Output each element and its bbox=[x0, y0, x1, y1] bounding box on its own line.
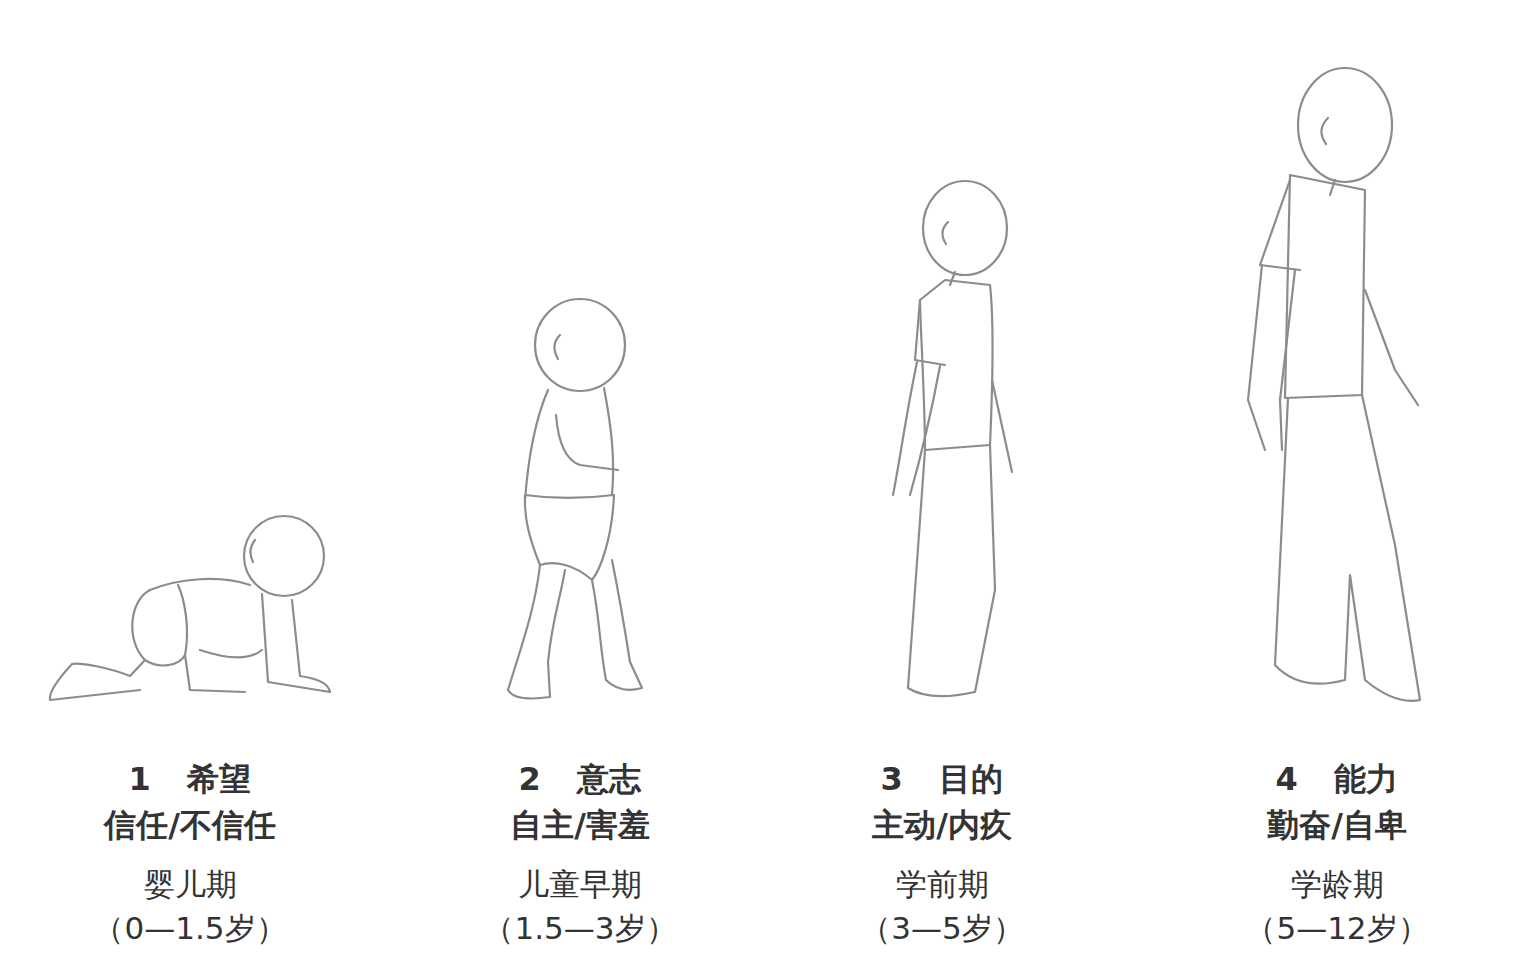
age-range: （5—12岁） bbox=[1245, 910, 1428, 947]
arm bbox=[992, 380, 1012, 472]
preschool-child bbox=[893, 181, 1012, 696]
stage-conflict: 自主/害羞 bbox=[510, 806, 650, 844]
toddler bbox=[508, 299, 642, 698]
ear bbox=[942, 222, 948, 244]
diaper bbox=[525, 495, 614, 580]
ear bbox=[250, 540, 255, 562]
head bbox=[244, 516, 324, 596]
leg bbox=[592, 560, 642, 690]
age-range: （0—1.5岁） bbox=[93, 910, 286, 947]
back bbox=[150, 579, 250, 590]
head bbox=[535, 299, 625, 391]
head bbox=[1298, 68, 1392, 182]
head bbox=[923, 181, 1007, 275]
arm bbox=[262, 594, 330, 692]
arm bbox=[1365, 290, 1418, 405]
leg bbox=[50, 660, 145, 700]
stage-period: 儿童早期 bbox=[518, 866, 642, 903]
torso bbox=[525, 390, 548, 500]
stage-conflict: 信任/不信任 bbox=[104, 806, 276, 844]
age-range: （1.5—3岁） bbox=[483, 910, 676, 947]
stage-virtue: 1 希望 bbox=[128, 760, 251, 798]
leg bbox=[508, 565, 565, 698]
sleeve bbox=[915, 300, 945, 365]
leg bbox=[185, 655, 245, 692]
shirt bbox=[920, 280, 993, 450]
arm bbox=[893, 362, 940, 495]
crawling-infant bbox=[50, 516, 330, 700]
stage-period: 婴儿期 bbox=[144, 866, 237, 903]
stage-period: 学龄期 bbox=[1291, 866, 1384, 903]
shirt bbox=[1285, 175, 1365, 398]
stage-virtue: 4 能力 bbox=[1275, 760, 1398, 798]
neck bbox=[950, 272, 955, 285]
arm bbox=[556, 415, 618, 470]
stage-virtue: 2 意志 bbox=[518, 760, 641, 798]
age-range: （3—5岁） bbox=[860, 910, 1023, 947]
stage-conflict: 勤奋/自卑 bbox=[1267, 806, 1407, 844]
trousers bbox=[1275, 395, 1420, 701]
torso bbox=[604, 388, 613, 495]
diaper bbox=[132, 585, 187, 665]
ear bbox=[1321, 118, 1328, 144]
ear bbox=[554, 335, 560, 359]
trousers bbox=[908, 445, 995, 696]
stage-virtue: 3 目的 bbox=[880, 760, 1003, 798]
stage-period: 学前期 bbox=[896, 866, 989, 903]
school-child bbox=[1248, 68, 1420, 701]
arm bbox=[1248, 265, 1295, 450]
belly bbox=[200, 650, 262, 658]
stage-conflict: 主动/内疚 bbox=[872, 806, 1012, 844]
sleeve bbox=[1260, 180, 1300, 270]
